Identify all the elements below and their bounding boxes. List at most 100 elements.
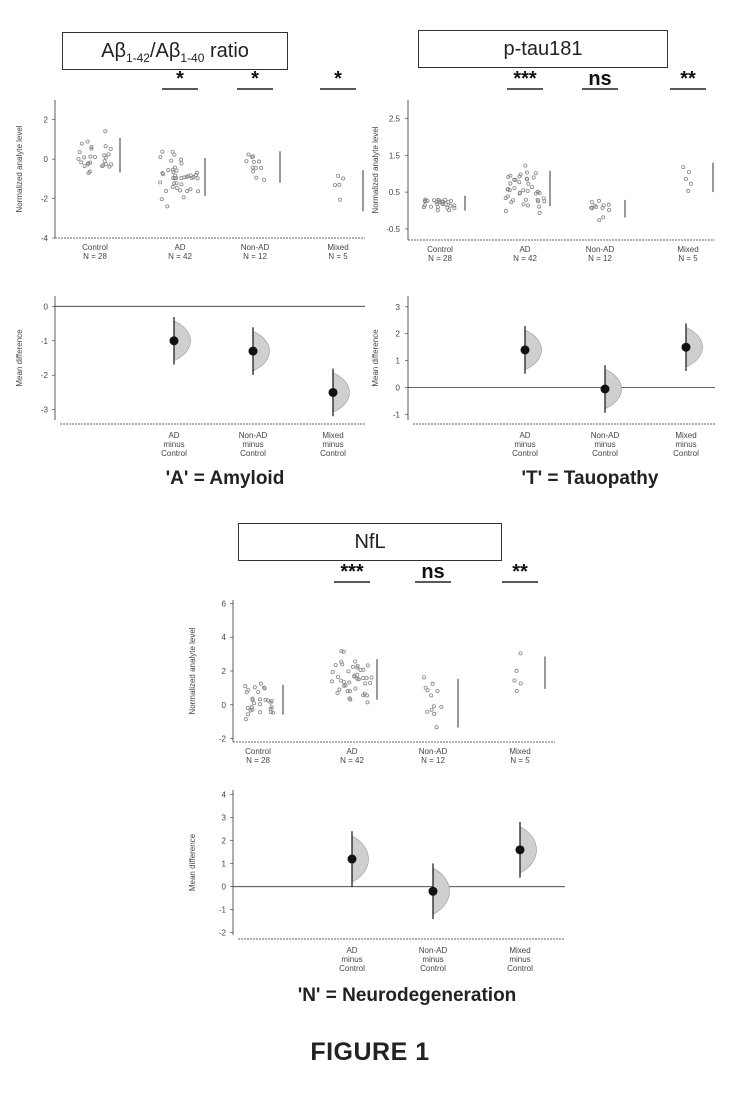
data-point [532,176,535,179]
y-tick-label: 6 [222,599,227,608]
category-label: ControlN = 28 [82,243,108,261]
data-point [342,177,345,180]
data-point [244,718,247,721]
effect-y-tick-label: -2 [41,371,49,380]
significance-label: ns [421,561,444,583]
data-point [258,703,261,706]
data-point [171,185,174,188]
data-point [526,204,529,207]
effect-y-tick-label: -3 [41,406,49,415]
data-point [597,199,600,202]
data-point [527,182,530,185]
effect-category-label: Non-ADminusControl [591,431,620,458]
data-point [422,676,425,679]
mean-difference-dot [249,347,258,356]
data-point [362,676,365,679]
data-point [365,677,368,680]
data-point [334,663,337,666]
data-point [436,209,439,212]
category-label: MixedN = 5 [509,747,530,765]
data-point [447,209,450,212]
data-point [259,682,262,685]
data-point [247,153,250,156]
data-point [513,187,516,190]
data-point [684,177,687,180]
mean-difference-dot [170,336,179,345]
significance-label: *** [513,68,537,90]
mean-difference-dot [429,887,438,896]
category-label: Non-ADN = 12 [241,243,270,261]
data-point [180,183,183,186]
data-point [687,189,690,192]
y-tick-label: 0 [44,155,49,164]
data-point [538,205,541,208]
data-point [252,702,255,705]
data-point [519,682,522,685]
y-tick-label: 4 [222,633,227,642]
data-point [430,708,433,711]
data-point [598,219,601,222]
y-tick-label: -0.5 [386,225,400,234]
data-point [426,710,429,713]
data-point [333,183,336,186]
data-point [687,170,690,173]
data-point [431,682,434,685]
y-tick-label: -2 [41,195,49,204]
mean-difference-dot [348,855,357,864]
y-tick-label: -2 [219,735,227,744]
y-tick-label: 2 [44,116,49,125]
figure-title: FIGURE 1 [280,1038,460,1067]
data-point [89,155,92,158]
mean-difference-dot [682,343,691,352]
effect-y-tick-label: -1 [219,906,227,915]
data-point [255,176,258,179]
effect-y-tick-label: 1 [396,357,401,366]
data-point [83,164,86,167]
data-point [196,190,199,193]
data-point [83,156,86,159]
data-point [109,147,112,150]
data-point [336,691,339,694]
data-point [179,158,182,161]
data-point [173,166,176,169]
data-point [366,701,369,704]
data-point [519,652,522,655]
data-point [93,155,96,158]
data-point [170,159,173,162]
data-point [86,140,89,143]
mean-difference-dot [601,385,610,394]
data-point [347,670,350,673]
effect-category-label: Non-ADminusControl [239,431,268,458]
data-point [175,186,178,189]
effect-y-tick-label: 3 [396,303,401,312]
y-tick-label: 0 [222,701,227,710]
category-label: MixedN = 5 [677,245,698,263]
data-point [107,153,110,156]
data-point [164,189,167,192]
data-point [338,183,341,186]
data-point [253,686,256,689]
effect-category-label: MixedminusControl [673,431,699,458]
mean-difference-dot [516,845,525,854]
effect-category-label: MixedminusControl [320,431,346,458]
category-label: ADN = 42 [340,747,364,765]
data-point [366,664,369,667]
significance-label: * [334,68,342,90]
data-point [607,203,610,206]
data-point [246,713,249,716]
data-point [515,669,518,672]
data-point [429,205,432,208]
effect-y-tick-label: 4 [222,791,227,800]
data-point [602,216,605,219]
data-point [104,130,107,133]
data-point [104,145,107,148]
effect-y-tick-label: 2 [396,330,401,339]
data-point [364,682,367,685]
mean-difference-dot [329,388,338,397]
data-point [161,150,164,153]
category-label: Non-ADN = 12 [419,747,448,765]
data-point [110,163,113,166]
data-point [449,204,452,207]
data-point [167,168,170,171]
data-point [436,205,439,208]
